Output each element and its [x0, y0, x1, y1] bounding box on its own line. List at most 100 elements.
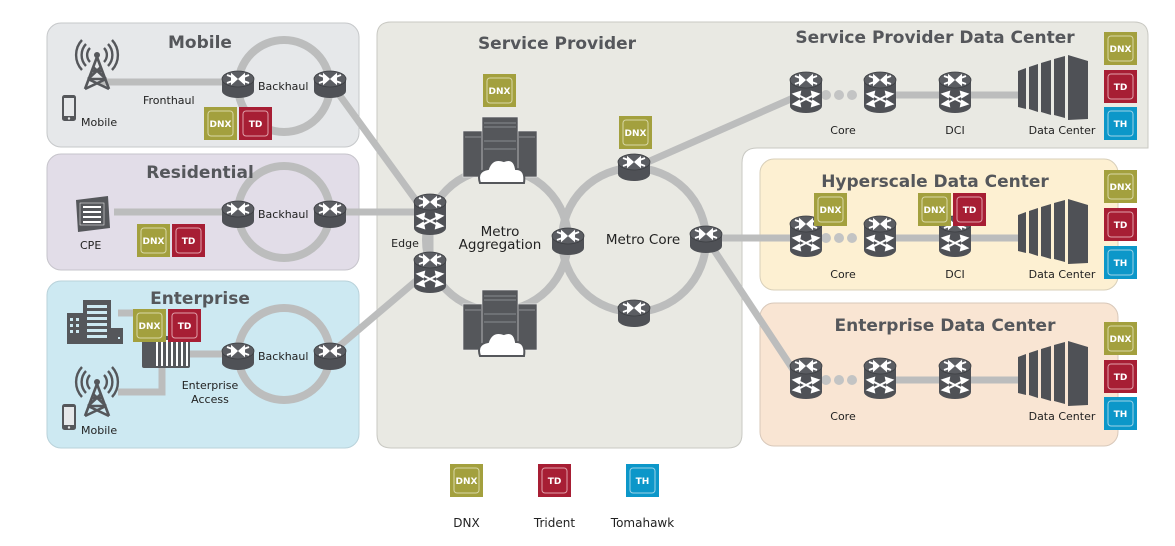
td-chip: TD	[953, 193, 986, 226]
office-building-icon	[67, 300, 123, 344]
svg-text:DNX: DNX	[820, 206, 842, 216]
enterprise-access-label-line2: Access	[191, 393, 229, 406]
router-icon	[313, 342, 347, 371]
data-center-label: Data Center	[1029, 124, 1096, 137]
service-provider-title: Service Provider	[478, 34, 637, 54]
dnx-chip: DNX	[918, 193, 951, 226]
core-router-icon	[863, 357, 897, 400]
dnx-chip: DNX	[483, 74, 516, 107]
svg-text:TH: TH	[1114, 259, 1128, 269]
router-icon	[689, 225, 723, 254]
hyperscale-dc-title: Hyperscale Data Center	[821, 172, 1049, 192]
data-center-label: Data Center	[1029, 268, 1096, 281]
enterprise-panel	[46, 280, 360, 449]
svg-text:TD: TD	[249, 120, 263, 130]
svg-text:TD: TD	[178, 322, 192, 332]
mobile-label: Mobile	[81, 116, 117, 129]
dci-label: DCI	[945, 268, 964, 281]
metro-aggregation-label-line2: Aggregation	[459, 237, 542, 253]
backhaul-label: Backhaul	[258, 350, 308, 363]
enterprise-access-device-icon	[142, 336, 190, 368]
svg-text:DNX: DNX	[625, 129, 647, 139]
router-icon	[617, 299, 651, 328]
dci-label: DCI	[945, 124, 964, 137]
router-icon	[551, 227, 585, 256]
dnx-chip: DNX	[133, 309, 166, 342]
sp-data-center-title: Service Provider Data Center	[795, 28, 1075, 48]
edge-router-icon	[413, 251, 447, 294]
fronthaul-label: Fronthaul	[143, 94, 195, 107]
svg-text:TD: TD	[1114, 373, 1128, 383]
router-icon	[313, 200, 347, 229]
svg-text:TD: TD	[182, 237, 196, 247]
dnx-chip: DNX	[137, 224, 170, 257]
dci-router-icon	[938, 71, 972, 114]
svg-text:DNX: DNX	[924, 206, 946, 216]
mobile-phone-icon	[62, 95, 76, 121]
th-chip: TH	[1104, 397, 1137, 430]
router-icon	[221, 200, 255, 229]
dnx-chip: DNX	[1104, 32, 1137, 65]
router-icon	[221, 342, 255, 371]
cpe-label: CPE	[80, 239, 101, 252]
td-chip: TD	[172, 224, 205, 257]
th-chip: TH	[1104, 246, 1137, 279]
svg-text:DNX: DNX	[1110, 45, 1132, 55]
svg-text:TD: TD	[1114, 83, 1128, 93]
router-icon	[313, 70, 347, 99]
svg-text:DNX: DNX	[139, 322, 161, 332]
enterprise-access-label-line1: Enterprise	[182, 379, 239, 392]
svg-text:TD: TD	[548, 477, 562, 487]
legend-item-trident: TD Trident	[533, 464, 575, 530]
router-icon	[221, 70, 255, 99]
backhaul-label: Backhaul	[258, 80, 308, 93]
td-chip: TD	[1104, 70, 1137, 103]
svg-text:DNX: DNX	[1110, 335, 1132, 345]
svg-text:TH: TH	[1114, 120, 1128, 130]
enterprise-title: Enterprise	[150, 289, 250, 309]
core-router-icon	[863, 215, 897, 258]
svg-text:TH: TH	[636, 477, 650, 487]
legend-label: Tomahawk	[610, 516, 674, 530]
data-center-label: Data Center	[1029, 410, 1096, 423]
legend-item-dnx: DNX DNX	[450, 464, 483, 530]
mobile-label: Mobile	[81, 424, 117, 437]
router-icon	[617, 153, 651, 182]
svg-text:DNX: DNX	[489, 87, 511, 97]
service-provider-panel	[376, 21, 1149, 449]
residential-title: Residential	[146, 163, 254, 183]
core-label: Core	[830, 410, 856, 423]
core-router-icon	[863, 71, 897, 114]
td-chip: TD	[1104, 208, 1137, 241]
router-icon	[938, 357, 972, 400]
svg-text:DNX: DNX	[143, 237, 165, 247]
svg-text:DNX: DNX	[1110, 183, 1132, 193]
core-router-icon	[789, 71, 823, 114]
core-label: Core	[830, 124, 856, 137]
dnx-chip: DNX	[204, 107, 237, 140]
dnx-chip: DNX	[1104, 322, 1137, 355]
mobile-phone-icon	[62, 404, 76, 430]
legend: DNX DNX TD Trident TH Tomahawk	[450, 464, 674, 530]
legend-item-tomahawk: TH Tomahawk	[610, 464, 674, 530]
svg-text:TD: TD	[963, 206, 977, 216]
edge-label: Edge	[391, 237, 419, 250]
svg-text:TD: TD	[1114, 221, 1128, 231]
svg-text:DNX: DNX	[210, 120, 232, 130]
mobile-title: Mobile	[168, 33, 232, 53]
td-chip: TD	[239, 107, 272, 140]
cpe-device-icon	[76, 196, 110, 232]
dnx-chip: DNX	[814, 193, 847, 226]
core-ellipsis-dots	[821, 90, 857, 385]
core-router-icon	[789, 357, 823, 400]
legend-label: Trident	[533, 516, 575, 530]
td-chip: TD	[1104, 360, 1137, 393]
backhaul-label: Backhaul	[258, 208, 308, 221]
legend-label: DNX	[453, 516, 479, 530]
svg-text:TH: TH	[1114, 410, 1128, 420]
th-chip: TH	[1104, 107, 1137, 140]
dnx-chip: DNX	[619, 116, 652, 149]
core-label: Core	[830, 268, 856, 281]
td-chip: TD	[168, 309, 201, 342]
